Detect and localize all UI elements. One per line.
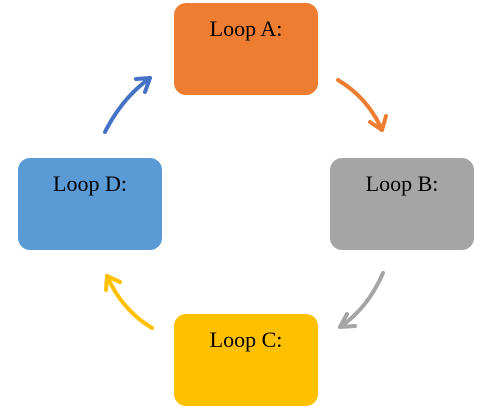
node-loop-d-label: Loop D: xyxy=(53,171,127,196)
node-loop-a-label: Loop A: xyxy=(209,16,283,41)
arrow-a-to-b xyxy=(336,78,388,132)
node-loop-b: Loop B: xyxy=(330,158,474,250)
node-loop-b-label: Loop B: xyxy=(365,171,439,196)
node-loop-a: Loop A: xyxy=(174,3,318,95)
node-loop-d: Loop D: xyxy=(18,158,162,250)
arrow-c-to-d xyxy=(104,274,154,330)
arrow-b-to-c xyxy=(338,271,385,329)
node-loop-c: Loop C: xyxy=(174,314,318,406)
node-loop-c-label: Loop C: xyxy=(209,327,283,352)
arrow-d-to-a xyxy=(103,76,152,134)
